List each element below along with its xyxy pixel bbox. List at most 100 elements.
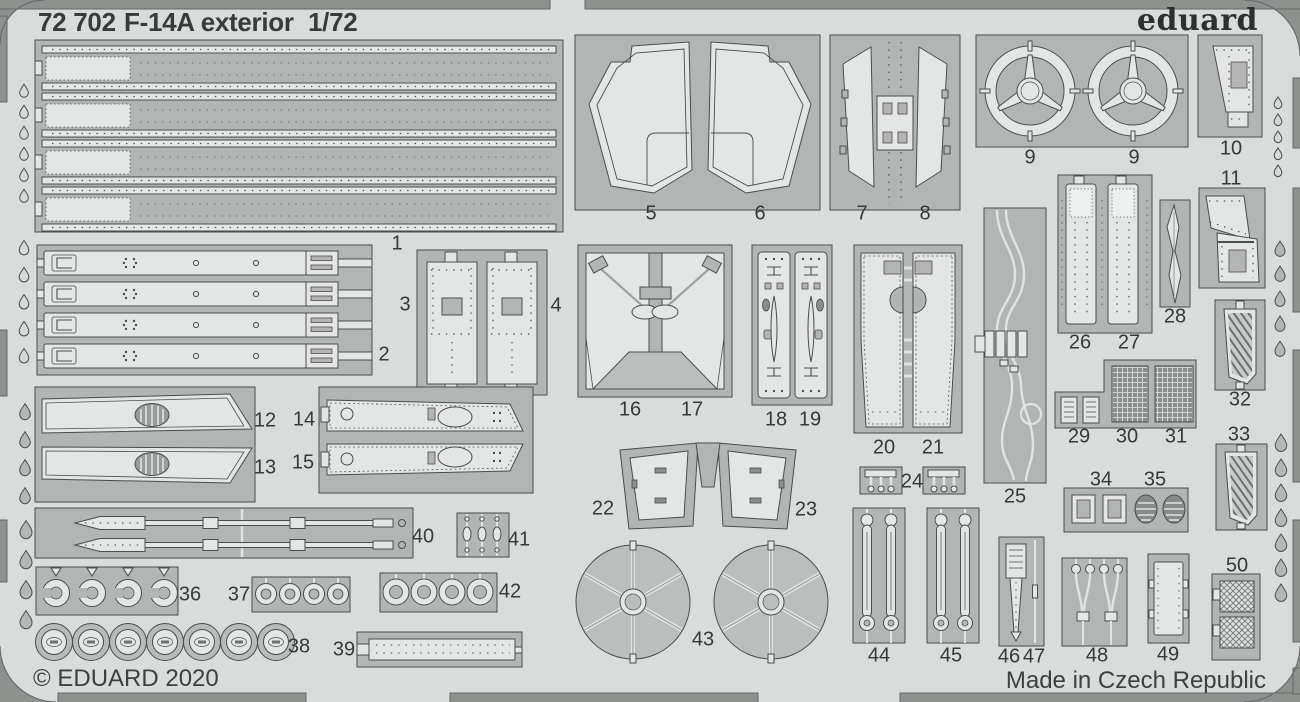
teardrop-etch-mark bbox=[19, 167, 29, 182]
teardrop-etch-mark bbox=[1273, 130, 1283, 144]
part-number-label-48: 48 bbox=[1085, 644, 1109, 667]
part-number-label-29: 29 bbox=[1067, 425, 1091, 448]
copyright-text: © EDUARD 2020 bbox=[33, 665, 219, 692]
part-number-label-3: 3 bbox=[399, 293, 411, 316]
teardrop-etch-mark bbox=[18, 239, 30, 256]
teardrop-etch-mark bbox=[1274, 433, 1288, 452]
pe-part-block-28 bbox=[1159, 199, 1191, 308]
part-number-label-14: 14 bbox=[292, 408, 316, 431]
part-number-label-11: 11 bbox=[1220, 167, 1242, 190]
part-number-label-43: 43 bbox=[691, 628, 715, 651]
pe-part-block-34-35 bbox=[1063, 487, 1189, 533]
part-number-label-4: 4 bbox=[550, 294, 562, 317]
pe-part-block-11 bbox=[1198, 187, 1266, 289]
teardrop-etch-mark bbox=[1274, 290, 1286, 307]
teardrop-etch-mark bbox=[1274, 558, 1288, 577]
pe-part-block-39 bbox=[356, 631, 523, 668]
pe-part-block-43 bbox=[575, 540, 829, 664]
teardrop-etch-mark bbox=[1274, 340, 1286, 357]
part-number-label-49: 49 bbox=[1156, 643, 1180, 666]
teardrop-etch-mark bbox=[1274, 583, 1288, 602]
pe-part-block-44-45 bbox=[852, 507, 980, 644]
pe-part-block-33 bbox=[1215, 443, 1268, 531]
pe-part-block-32 bbox=[1214, 299, 1266, 391]
pe-part-block-24 bbox=[859, 466, 966, 495]
teardrop-etch-mark bbox=[19, 402, 31, 421]
part-number-label-28: 28 bbox=[1163, 305, 1187, 328]
pe-part-block-1 bbox=[34, 39, 564, 233]
part-number-label-12: 12 bbox=[253, 409, 277, 432]
part-number-label-21: 21 bbox=[921, 436, 945, 459]
teardrop-etch-mark bbox=[1273, 147, 1283, 161]
teardrop-etch-mark bbox=[19, 83, 29, 98]
part-number-label-27: 27 bbox=[1117, 331, 1141, 354]
part-number-label-13: 13 bbox=[253, 456, 277, 479]
teardrop-etch-mark bbox=[1273, 113, 1283, 127]
pe-part-block-12-13 bbox=[34, 386, 256, 503]
part-number-label-5: 5 bbox=[645, 202, 657, 225]
pe-part-block-18-19 bbox=[751, 244, 833, 406]
pe-part-block-5-6 bbox=[574, 34, 821, 211]
pe-part-block-48 bbox=[1061, 557, 1128, 647]
pe-part-block-10 bbox=[1197, 34, 1263, 138]
teardrop-etch-mark bbox=[18, 266, 30, 283]
part-number-label-32: 32 bbox=[1228, 388, 1252, 411]
teardrop-etch-mark bbox=[18, 320, 30, 337]
part-number-label-19: 19 bbox=[798, 408, 822, 431]
teardrop-etch-mark bbox=[19, 519, 33, 540]
sheet-title: F-14A exterior bbox=[124, 7, 294, 37]
teardrop-etch-mark bbox=[18, 347, 30, 364]
pe-part-block-14-15 bbox=[318, 386, 534, 494]
teardrop-etch-mark bbox=[19, 125, 29, 140]
made-in-text: Made in Czech Republic bbox=[1005, 667, 1266, 694]
part-number-label-22: 22 bbox=[591, 497, 615, 520]
part-number-label-1: 1 bbox=[391, 232, 403, 255]
part-number-label-41: 41 bbox=[507, 528, 531, 551]
pe-part-block-41 bbox=[456, 512, 510, 558]
part-number-label-25: 25 bbox=[1003, 485, 1027, 508]
part-number-label-10: 10 bbox=[1219, 137, 1243, 160]
teardrop-etch-mark bbox=[1274, 265, 1286, 282]
teardrop-etch-mark bbox=[1274, 315, 1286, 332]
part-number-label-34: 34 bbox=[1089, 468, 1113, 491]
part-number-label-37: 37 bbox=[227, 583, 251, 606]
part-number-label-26: 26 bbox=[1068, 331, 1092, 354]
part-number-label-35: 35 bbox=[1143, 468, 1167, 491]
catalog-number: 72 702 bbox=[38, 7, 116, 37]
pe-part-block-22-23 bbox=[619, 442, 797, 530]
part-number-label-31: 31 bbox=[1164, 425, 1188, 448]
part-number-label-30: 30 bbox=[1115, 425, 1139, 448]
part-number-label-42: 42 bbox=[498, 580, 522, 603]
pe-part-block-9 bbox=[975, 34, 1189, 148]
pe-part-block-42 bbox=[379, 572, 498, 613]
part-number-label-39: 39 bbox=[332, 638, 356, 661]
part-number-label-23: 23 bbox=[794, 498, 818, 521]
part-number-label-45: 45 bbox=[939, 644, 963, 667]
pe-part-block-38 bbox=[35, 623, 295, 661]
teardrop-etch-mark bbox=[19, 609, 33, 630]
pe-part-block-50 bbox=[1211, 573, 1261, 661]
part-number-label-46: 46 bbox=[997, 645, 1021, 668]
part-number-label-6: 6 bbox=[754, 202, 766, 225]
teardrop-etch-mark bbox=[19, 486, 31, 505]
part-number-label-24: 24 bbox=[900, 470, 924, 493]
part-number-label-7: 7 bbox=[856, 202, 868, 225]
part-number-label-18: 18 bbox=[764, 408, 788, 431]
sheet-scale: 1/72 bbox=[308, 7, 358, 37]
pe-part-block-37 bbox=[251, 576, 351, 613]
pe-part-block-36 bbox=[35, 566, 179, 616]
teardrop-etch-mark bbox=[1273, 96, 1283, 110]
teardrop-etch-mark bbox=[19, 549, 33, 570]
pe-part-block-7-8 bbox=[829, 34, 961, 211]
teardrop-etch-marks bbox=[18, 83, 1288, 630]
teardrop-etch-mark bbox=[18, 293, 30, 310]
eduard-logo: eduard bbox=[1136, 3, 1258, 38]
pe-part-block-46-47 bbox=[998, 536, 1045, 647]
part-number-label-8: 8 bbox=[919, 202, 931, 225]
teardrop-etch-mark bbox=[19, 188, 29, 203]
pe-part-block-3-4 bbox=[416, 249, 548, 396]
teardrop-etch-mark bbox=[19, 458, 31, 477]
part-number-label-47: 47 bbox=[1022, 645, 1046, 668]
